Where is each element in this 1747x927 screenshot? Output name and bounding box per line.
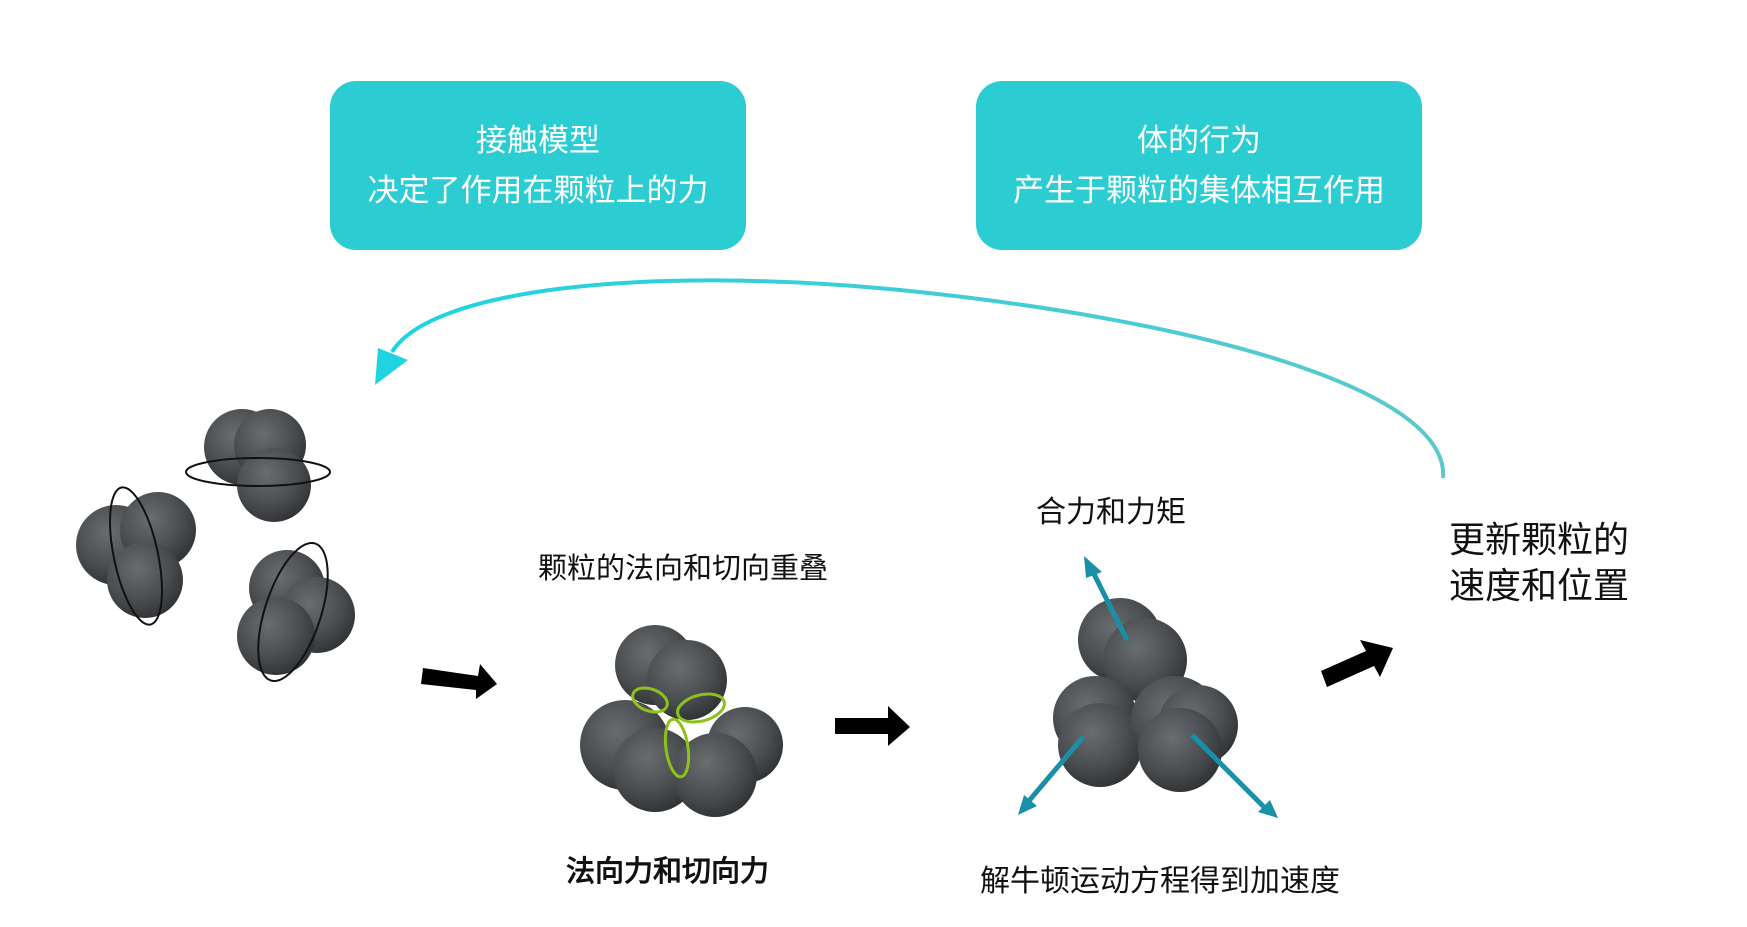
particle-cluster-overlap [580,625,783,817]
feedback-arc-arrow [375,278,1446,479]
bulk-behavior-desc: 产生于颗粒的集体相互作用 [1013,172,1385,209]
process-arrow-3 [1321,640,1393,687]
update-label-line2: 速度和位置 [1449,566,1630,607]
resultant-label: 合力和力矩 [1036,495,1186,530]
contact-model-desc: 决定了作用在颗粒上的力 [367,172,709,209]
update-label: 更新颗粒的 速度和位置 [1449,518,1629,610]
update-label-line1: 更新颗粒的 [1449,520,1630,561]
overlap-label: 颗粒的法向和切向重叠 [538,551,829,585]
particle-cluster-left [76,486,196,626]
contact-overlap-ring [663,717,691,779]
contact-model-box: 接触模型 决定了作用在颗粒上的力 [330,81,746,250]
contact-overlap-ring [631,686,669,714]
process-arrow-2 [835,706,910,746]
process-arrow-1 [421,664,497,699]
forces-label: 法向力和切向力 [566,854,770,888]
particle-cluster-top [185,409,331,522]
newton-label: 解牛顿运动方程得到加速度 [980,864,1340,899]
particle-cluster-right [237,541,355,683]
contact-model-title: 接触模型 [476,122,600,159]
bulk-behavior-title: 体的行为 [1137,122,1261,159]
bulk-behavior-box: 体的行为 产生于颗粒的集体相互作用 [976,81,1422,250]
force-arrows [1018,556,1278,818]
particle-cluster-resultant [1053,598,1238,792]
contact-overlap-ring [676,692,726,724]
